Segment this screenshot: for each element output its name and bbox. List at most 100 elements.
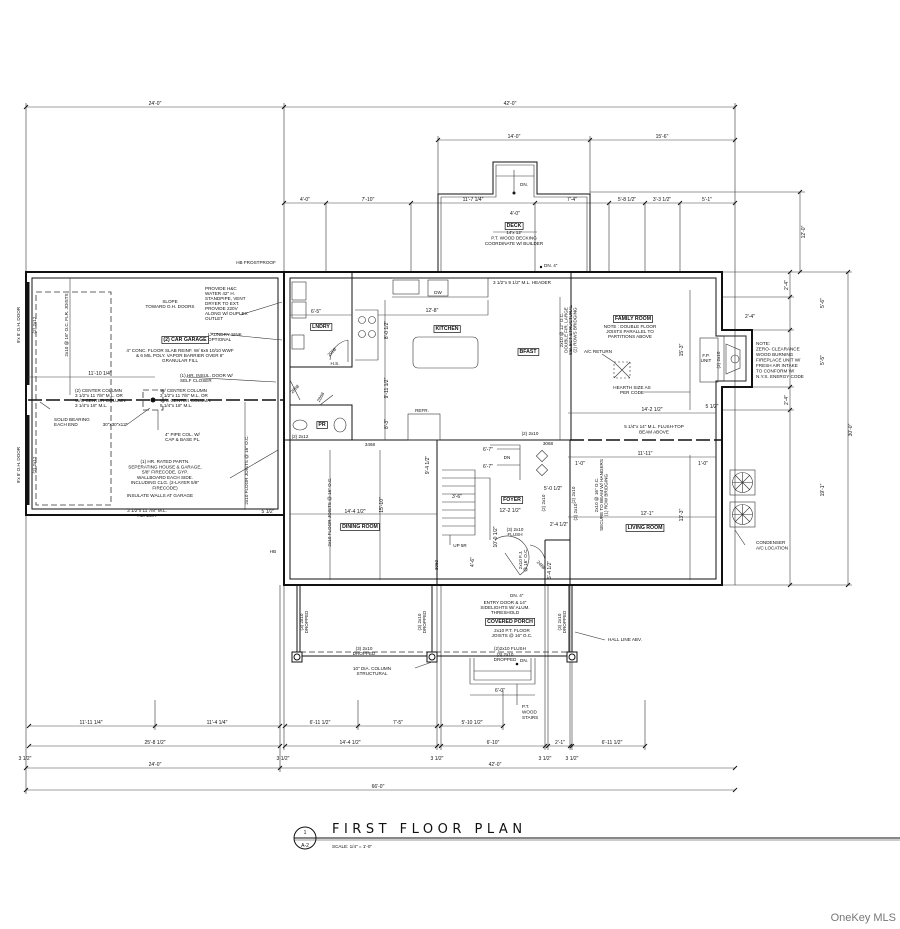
room-label-box bbox=[316, 421, 328, 429]
note-text: WALLBOARD EACH SIDE. bbox=[137, 475, 193, 480]
note-text: 4" CONC. FLOOR SLAB REINF. W/ 6x6 10/10 … bbox=[126, 348, 234, 353]
note-text: FRESH AIR INTAKE bbox=[756, 363, 798, 368]
dimension-text: 2'-4 1/2" bbox=[550, 522, 569, 528]
dimension-text: 11'-10 1/4" bbox=[88, 371, 112, 377]
room-label-box bbox=[501, 496, 524, 504]
kitchen-sink bbox=[392, 279, 420, 295]
note-text: THRESHOLD bbox=[491, 610, 520, 615]
wall-thickness-label: 3 1/2" bbox=[566, 756, 579, 762]
room-label: KITCHEN bbox=[435, 326, 458, 332]
dimension-text: 2'-4" bbox=[784, 280, 790, 290]
stair-w-label: 6'-7" bbox=[483, 447, 493, 453]
pr-header-label: (2) 2x12 bbox=[292, 434, 309, 439]
dimension-text: 6'-11 1/2" bbox=[310, 720, 331, 726]
detail-number-label: 1 bbox=[304, 830, 307, 836]
note-text: (1) HR. INSUL. DOOR W/ bbox=[180, 373, 234, 378]
title-label: FIRST FLOOR PLAN bbox=[332, 822, 527, 837]
dimension-text: 7'-10" bbox=[362, 197, 375, 203]
note-text: (2) 2x10 bbox=[522, 431, 539, 436]
washer bbox=[291, 281, 307, 301]
note-text: DROPPED bbox=[422, 610, 427, 633]
note-text: PER CODE bbox=[620, 390, 644, 395]
note-text: JOISTS @ 16" O.C. bbox=[492, 633, 533, 638]
note-text: 5 1/4"x 14" M.L. FLUSH-TOP bbox=[624, 424, 684, 429]
note-text: HB FROSTPROOF bbox=[236, 260, 276, 265]
note-text: FIRST FLOOR PLAN bbox=[332, 822, 527, 837]
wall-thickness-label: 3 1/2" bbox=[539, 756, 552, 762]
dim-label: 5'-10 1/2" bbox=[461, 720, 482, 726]
one-ft-label: 1'-0" bbox=[575, 461, 585, 467]
note-text: NOTE: bbox=[756, 341, 770, 346]
note-text: INCLUDING CLG. (2-LAYER 5/8" bbox=[131, 480, 200, 485]
kitchen-v3-label: 8'-3" bbox=[384, 419, 390, 429]
dimension-text: 11'-4 1/4" bbox=[207, 720, 228, 726]
one-ft-label: 1'-0" bbox=[698, 461, 708, 467]
note-text: (2)2x10 FLUSH bbox=[494, 646, 526, 651]
dim-label: 7'-10" bbox=[362, 197, 375, 203]
note-text: HB bbox=[270, 549, 276, 554]
closet-w-label: 2'-4 1/2" bbox=[550, 522, 569, 528]
room-label: LIVING ROOM bbox=[628, 525, 663, 531]
column-footing bbox=[142, 389, 164, 411]
stair-dn-label: DN bbox=[504, 455, 511, 460]
note-text: 10" DIA. COLUMN bbox=[353, 666, 391, 671]
note-text: SEPERATING HOUSE & GARAGE, bbox=[128, 464, 201, 469]
room-label-box bbox=[517, 348, 540, 356]
note-text: SIDELIGHTS W/ ALUM. bbox=[480, 605, 529, 610]
note-text: (2) 2x12 bbox=[32, 456, 37, 473]
note-text: 9'x 8' O.H. DOOR bbox=[16, 446, 21, 483]
garage-dim-label: 11'-10 1/4" bbox=[88, 371, 112, 377]
kitchen-v2-label: 9'-11 1/2" bbox=[384, 377, 390, 398]
note-text: HEARTH SIZE AS bbox=[613, 385, 650, 390]
note-text: STRUCTURAL bbox=[357, 671, 388, 676]
room-label: PR bbox=[318, 422, 325, 428]
dim-label: 24'-0" bbox=[149, 762, 162, 768]
note-text: CONDENSER bbox=[756, 540, 786, 545]
ac-condensers bbox=[729, 469, 756, 546]
door-3068-label: 3068 bbox=[543, 441, 554, 446]
family-w-label: 14'-2 1/2" bbox=[641, 407, 662, 413]
dimension-text: 25'-8 1/2" bbox=[144, 740, 165, 746]
garage-label: (2) CAR GARAGE bbox=[161, 336, 210, 344]
note-text: A/C RETURN bbox=[584, 349, 612, 354]
dimension-text: 12'-8" bbox=[426, 308, 439, 314]
dimension-text: 3 1/2" bbox=[566, 756, 579, 762]
rated-partn-label: (1) HR. RATED PARTN.SEPERATING HOUSE & G… bbox=[128, 459, 201, 491]
note-text: SELF CLOSER bbox=[180, 378, 212, 383]
note-text: WOOD BURNING bbox=[756, 352, 794, 357]
note-text: 2x10 FLOOR JOISTS @ 16" O.C. bbox=[327, 477, 332, 546]
note-text: ENTRY DOOR & 14" bbox=[484, 600, 527, 605]
note-text: A/C LOCATION bbox=[756, 546, 788, 551]
dim-label: 4'-0" bbox=[300, 197, 310, 203]
dw-label: DW bbox=[434, 290, 442, 295]
dimension-text: 3'-3 1/2" bbox=[653, 197, 672, 203]
note-text: DN. bbox=[520, 658, 528, 663]
note-text: HALL LINE ABV. bbox=[608, 637, 642, 642]
dimension-text: 6'-0" bbox=[495, 688, 505, 694]
note-text: DRYER TO EXT. bbox=[205, 301, 239, 306]
note-text: DN. 4" bbox=[510, 593, 524, 598]
kitchen-v1-label: 8'-0 1/2" bbox=[384, 321, 390, 340]
note-text: 3 1/2"x 11 7/8" M.L. OR bbox=[160, 393, 209, 398]
dim-label: 7'-4" bbox=[567, 197, 577, 203]
note-text: (3) 2x10 bbox=[417, 613, 422, 630]
deck-dn-label: DN. bbox=[520, 182, 528, 187]
note-text: CAP & BASE PL. bbox=[165, 437, 200, 442]
note-text: DN. 4" bbox=[544, 263, 558, 268]
dim-label: 6'-11 1/2" bbox=[602, 740, 623, 746]
wall-thickness-label: 3 1/2" bbox=[19, 756, 32, 762]
note-text: REFR. bbox=[415, 408, 429, 413]
living-joists-label: 2x10 @ 16" O.C.SECURE TO BEAM W/ HANGERS… bbox=[594, 459, 609, 531]
garage-joists-2-label: 2x10 FLOOR JOISTS @ 16" O.C. bbox=[327, 477, 332, 546]
dimension-text: 14'-2 1/2" bbox=[641, 407, 662, 413]
dimension-text: 5'-8 1/2" bbox=[618, 197, 637, 203]
note-text: (2) CENTER COLUMN bbox=[75, 388, 122, 393]
dim-label: 2'-1" bbox=[555, 740, 565, 746]
room-label: COVERED PORCH bbox=[487, 619, 533, 625]
note-text: 2x10 F.J. bbox=[518, 551, 523, 569]
five-half-label: 5 1/2" bbox=[706, 404, 719, 410]
